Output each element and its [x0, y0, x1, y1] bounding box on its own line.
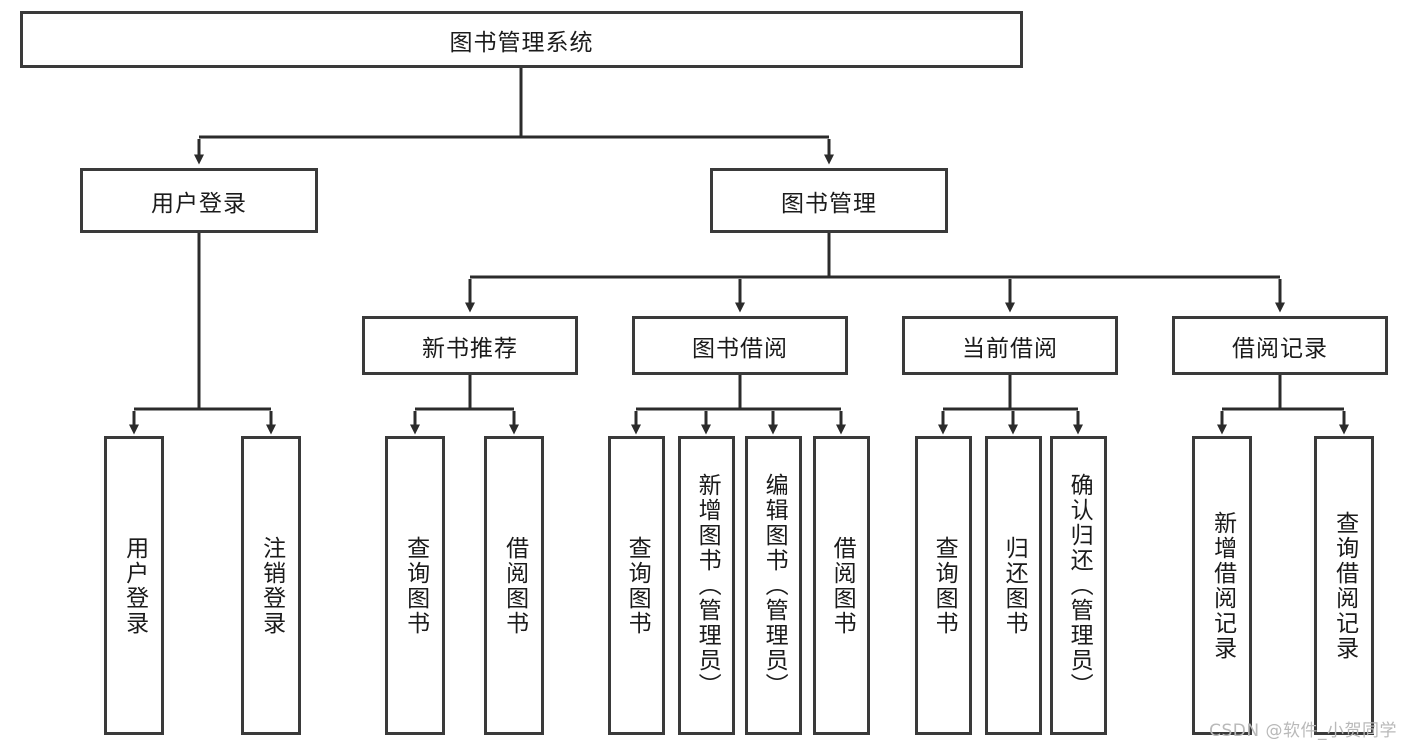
- node-borrow-record[interactable]: 借阅记录: [1172, 316, 1388, 375]
- leaf-node[interactable]: 新增借阅记录: [1192, 436, 1252, 735]
- leaf-node[interactable]: 用户登录: [104, 436, 164, 735]
- leaf-node[interactable]: 注销登录: [241, 436, 301, 735]
- leaf-node[interactable]: 借阅图书: [484, 436, 544, 735]
- leaf-node[interactable]: 查询图书: [608, 436, 665, 735]
- leaf-node[interactable]: 新增图书（管理员）: [678, 436, 735, 735]
- leaf-node[interactable]: 查询图书: [385, 436, 445, 735]
- leaf-node[interactable]: 借阅图书: [813, 436, 870, 735]
- node-current-borrow[interactable]: 当前借阅: [902, 316, 1118, 375]
- node-root[interactable]: 图书管理系统: [20, 11, 1023, 68]
- leaf-node[interactable]: 确认归还（管理员）: [1050, 436, 1107, 735]
- node-book-management[interactable]: 图书管理: [710, 168, 948, 233]
- node-user-login[interactable]: 用户登录: [80, 168, 318, 233]
- node-new-book-recommend[interactable]: 新书推荐: [362, 316, 578, 375]
- node-book-borrow[interactable]: 图书借阅: [632, 316, 848, 375]
- leaf-node[interactable]: 查询图书: [915, 436, 972, 735]
- leaf-node[interactable]: 查询借阅记录: [1314, 436, 1374, 735]
- watermark-credit: CSDN @软件_小贺同学: [1209, 721, 1397, 741]
- leaf-node[interactable]: 编辑图书（管理员）: [745, 436, 802, 735]
- leaf-node[interactable]: 归还图书: [985, 436, 1042, 735]
